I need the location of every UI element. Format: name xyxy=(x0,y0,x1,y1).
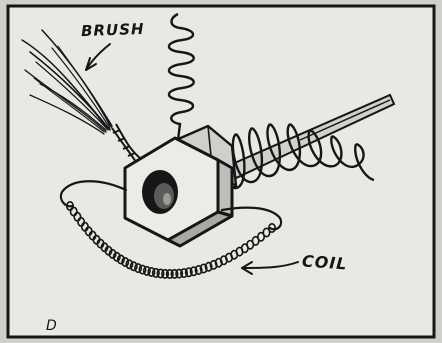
nut-hole xyxy=(142,170,178,214)
brush-label: BRUSH xyxy=(81,20,145,40)
panel-letter-label: D xyxy=(46,318,58,334)
coil-label: COIL xyxy=(301,251,348,273)
